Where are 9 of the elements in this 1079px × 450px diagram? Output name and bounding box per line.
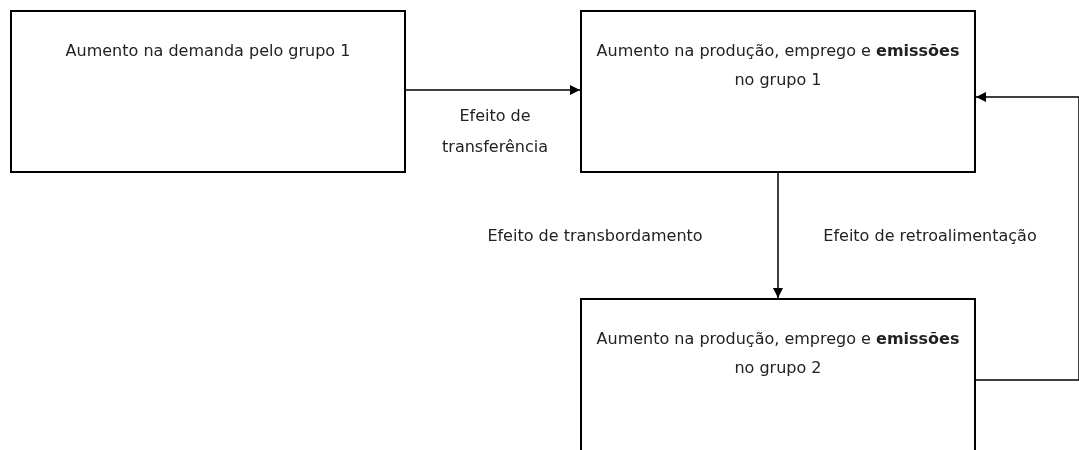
- process-box: [10, 10, 406, 173]
- node-text: Aumento na produção, emprego e emissões no grupo 2: [595, 328, 961, 379]
- process-box: [580, 298, 976, 450]
- arrow: [975, 92, 1079, 381]
- arrow: [773, 172, 783, 299]
- arrow: [405, 85, 581, 95]
- process-box: [580, 10, 976, 173]
- node-text: Aumento na produção, emprego e emissões no grupo 1: [595, 40, 961, 91]
- node-text: Aumento na demanda pelo grupo 1: [64, 40, 352, 62]
